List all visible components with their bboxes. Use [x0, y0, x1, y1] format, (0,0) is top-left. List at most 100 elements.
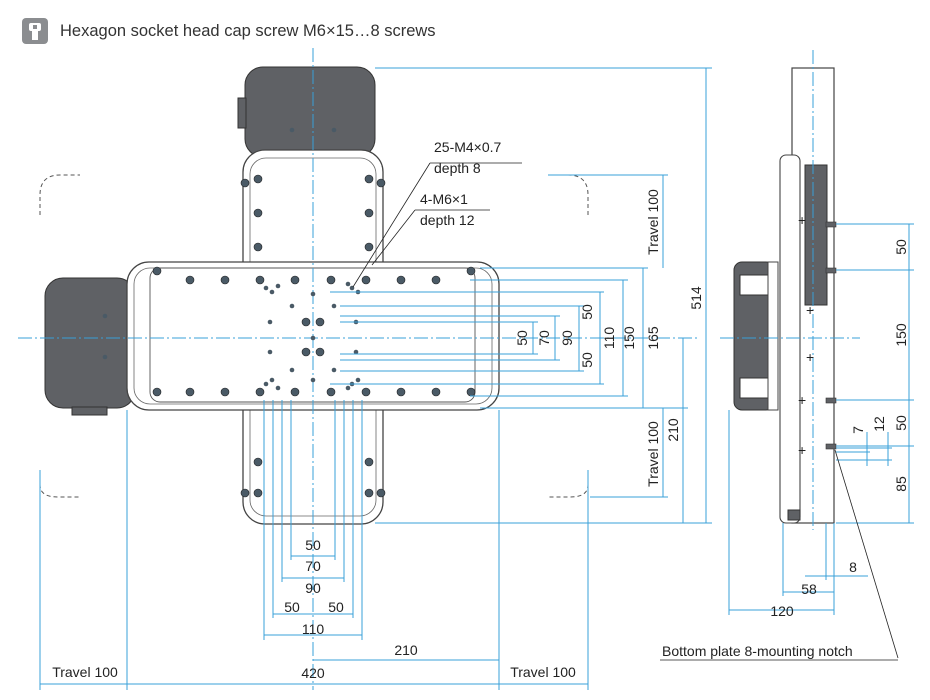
m6-hole: [364, 208, 374, 218]
svg-text:+: +: [798, 442, 806, 458]
m6-hole: [255, 275, 265, 285]
dim-travel-left: Travel 100: [52, 664, 118, 680]
m4-hole: [345, 385, 351, 391]
m6-hole: [315, 317, 325, 327]
m4-hole: [275, 385, 281, 391]
dim-50-h: 50: [305, 537, 321, 553]
m6-hole: [185, 275, 195, 285]
top-view: [18, 48, 700, 690]
dim-50-upper: 50: [579, 304, 595, 320]
m6-hole: [364, 242, 374, 252]
mounting-holes: [152, 174, 476, 498]
dim-210-v: 210: [665, 418, 681, 442]
m6-hole: [290, 275, 300, 285]
side-dim-85: 85: [893, 476, 909, 492]
side-dim-120: 120: [770, 603, 794, 619]
side-dim-12: 12: [871, 416, 887, 432]
m6-hole: [431, 275, 441, 285]
m6-hole: [376, 488, 386, 498]
m6-hole: [376, 178, 386, 188]
m6-hole: [253, 242, 263, 252]
m4-hole: [267, 349, 273, 355]
notch-label: Bottom plate 8-mounting notch: [662, 643, 853, 659]
side-dimensions: 50 150 50 85 7 12 8 58 120 Bottom plate …: [660, 223, 914, 661]
m6-hole: [364, 488, 374, 498]
m4-hole: [345, 281, 351, 287]
dim-165: 165: [645, 326, 661, 350]
m4-hole: [289, 127, 295, 133]
m4-hole: [269, 377, 275, 383]
m6-hole: [364, 174, 374, 184]
m6-hole: [290, 387, 300, 397]
m4-hole: [269, 289, 275, 295]
svg-text:+: +: [798, 212, 806, 228]
dim-90-v: 90: [559, 330, 575, 346]
m6-hole: [326, 275, 336, 285]
m6-hole: [253, 174, 263, 184]
svg-text:+: +: [798, 392, 806, 408]
tap-b-label: 4-M6×1: [420, 191, 468, 207]
m4-hole: [289, 367, 295, 373]
side-dim-7: 7: [850, 426, 866, 434]
m6-hole: [361, 387, 371, 397]
dim-110-v: 110: [601, 327, 617, 350]
side-dim-58: 58: [801, 581, 817, 597]
m6-hole: [185, 387, 195, 397]
m6-hole: [253, 457, 263, 467]
side-x-carriage: [779, 154, 801, 524]
m6-hole: [220, 275, 230, 285]
m6-hole: [301, 347, 311, 357]
dim-70-h: 70: [305, 558, 321, 574]
side-plus-marks: + + + + +: [798, 212, 814, 458]
y-motor-body: [244, 66, 376, 158]
dim-50-right: 50: [328, 599, 344, 615]
m4-hole: [263, 285, 269, 291]
m4-hole: [310, 335, 316, 341]
dim-travel-bottom: Travel 100: [645, 421, 661, 487]
y-motor-connector: [237, 97, 247, 129]
m4-hole: [102, 354, 108, 360]
dim-50-v: 50: [514, 330, 530, 346]
m6-hole: [301, 317, 311, 327]
dim-50-lower: 50: [579, 352, 595, 368]
x-motor-body: [44, 277, 136, 409]
tap-a-label: 25-M4×0.7: [434, 139, 502, 155]
dim-50-left: 50: [284, 599, 300, 615]
dim-150-v: 150: [621, 326, 637, 350]
m6-hole: [364, 457, 374, 467]
dim-110-h: 110: [302, 621, 325, 637]
callout-leaders: 25-M4×0.7 depth 8 4-M6×1 depth 12: [352, 139, 522, 288]
dim-210-h: 210: [394, 642, 418, 658]
svg-text:+: +: [806, 302, 814, 318]
m6-hole: [240, 488, 250, 498]
m6-hole: [152, 266, 162, 276]
dim-travel-right: Travel 100: [510, 664, 576, 680]
vertical-dimensions: 514 Travel 100 Travel 100 210 165 150 11…: [330, 67, 712, 524]
m4-hole: [102, 313, 108, 319]
tap-a-depth: depth 8: [434, 160, 481, 176]
m6-hole: [253, 208, 263, 218]
m4-hole: [310, 291, 316, 297]
m4-hole: [289, 303, 295, 309]
m6-hole: [255, 387, 265, 397]
svg-text:+: +: [806, 349, 814, 365]
m4-hole: [355, 377, 361, 383]
side-dim-50-top: 50: [893, 239, 909, 255]
m6-hole: [152, 387, 162, 397]
horizontal-dimensions: Travel 100 Travel 100 420 210 110 50 50 …: [39, 400, 589, 690]
header: Hexagon socket head cap screw M6×15…8 sc…: [22, 18, 436, 44]
m4-hole: [331, 303, 337, 309]
dim-travel-top: Travel 100: [645, 189, 661, 255]
m6-hole: [396, 275, 406, 285]
dim-90-h: 90: [305, 580, 321, 596]
dim-420: 420: [301, 665, 325, 681]
m6-hole: [253, 488, 263, 498]
m6-hole: [466, 387, 476, 397]
m4-hole: [331, 127, 337, 133]
m6-hole: [220, 387, 230, 397]
dim-514: 514: [688, 286, 704, 310]
m4-hole: [353, 349, 359, 355]
side-dim-50: 50: [893, 415, 909, 431]
m4-hole: [310, 377, 316, 383]
